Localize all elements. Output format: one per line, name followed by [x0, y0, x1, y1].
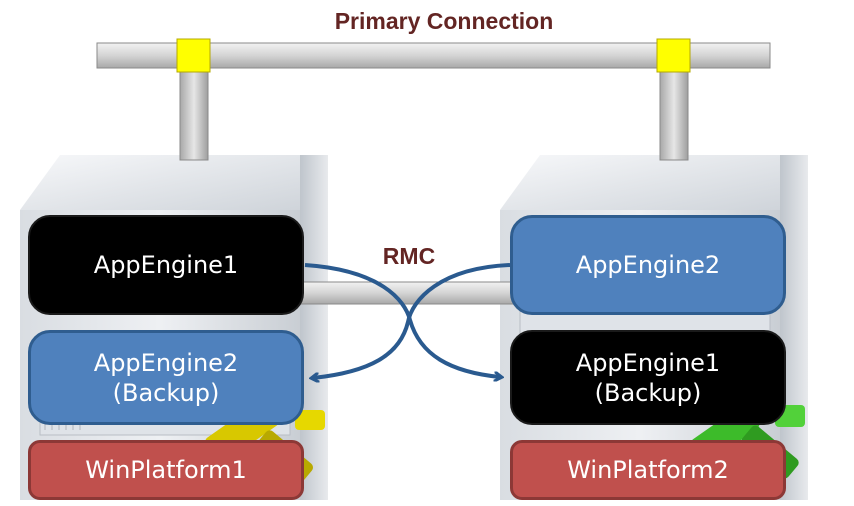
- left-backup-engine: AppEngine2 (Backup): [28, 330, 304, 425]
- left-backup-engine-tag: (Backup): [112, 378, 220, 407]
- left-platform: WinPlatform1: [28, 440, 304, 500]
- left-active-engine-label: AppEngine1: [93, 251, 239, 279]
- left-backup-engine-name: AppEngine2: [93, 348, 239, 377]
- right-backup-engine: AppEngine1 (Backup): [510, 330, 786, 425]
- rmc-arrows: [304, 263, 511, 378]
- primary-connection-label: Primary Connection: [334, 8, 554, 34]
- right-bus-connector: [656, 38, 691, 73]
- primary-connection-bus: [96, 38, 771, 161]
- right-active-engine-label: AppEngine2: [575, 251, 721, 279]
- arrow-to-left-backup: [313, 263, 511, 378]
- rmc-label: RMC: [382, 243, 436, 269]
- rmc-link-pipe: [299, 281, 516, 305]
- left-platform-label: WinPlatform1: [85, 456, 247, 484]
- right-platform-label: WinPlatform2: [567, 456, 729, 484]
- left-bus-connector: [176, 38, 211, 73]
- right-backup-engine-tag: (Backup): [594, 378, 702, 407]
- left-active-engine: AppEngine1: [28, 215, 304, 315]
- right-active-engine: AppEngine2: [510, 215, 786, 315]
- right-backup-engine-name: AppEngine1: [575, 348, 721, 377]
- right-platform: WinPlatform2: [510, 440, 786, 500]
